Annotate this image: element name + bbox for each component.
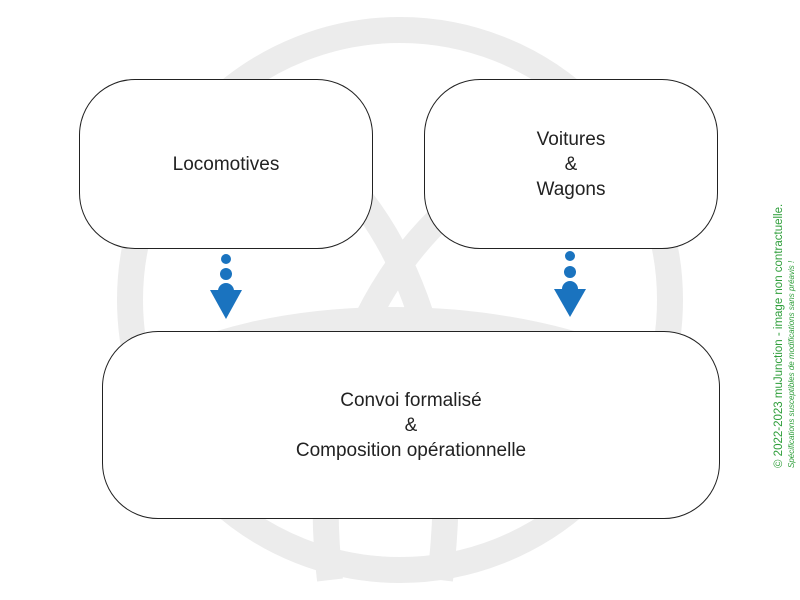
ampersand-label: & — [404, 414, 418, 436]
disclaimer-line: Spécifications susceptibles de modificat… — [787, 260, 796, 468]
convoi-box: Convoi formalisé & Composition opération… — [102, 331, 720, 519]
composition-label: Composition opérationnelle — [295, 439, 527, 461]
voitures-label: Voitures — [536, 128, 606, 150]
copyright-notice: © 2022-2023 muJunction - image non contr… — [772, 204, 797, 468]
voitures-wagons-box: Voitures & Wagons — [424, 79, 718, 249]
dotted-down-arrow-icon — [210, 254, 242, 319]
ampersand-label: & — [564, 153, 578, 175]
copyright-line: © 2022-2023 muJunction - image non contr… — [773, 203, 785, 468]
locomotives-label: Locomotives — [172, 153, 280, 175]
dotted-down-arrow-icon — [554, 251, 586, 317]
wagons-label: Wagons — [536, 178, 606, 200]
locomotives-box: Locomotives — [79, 79, 373, 249]
convoi-label: Convoi formalisé — [340, 389, 482, 411]
